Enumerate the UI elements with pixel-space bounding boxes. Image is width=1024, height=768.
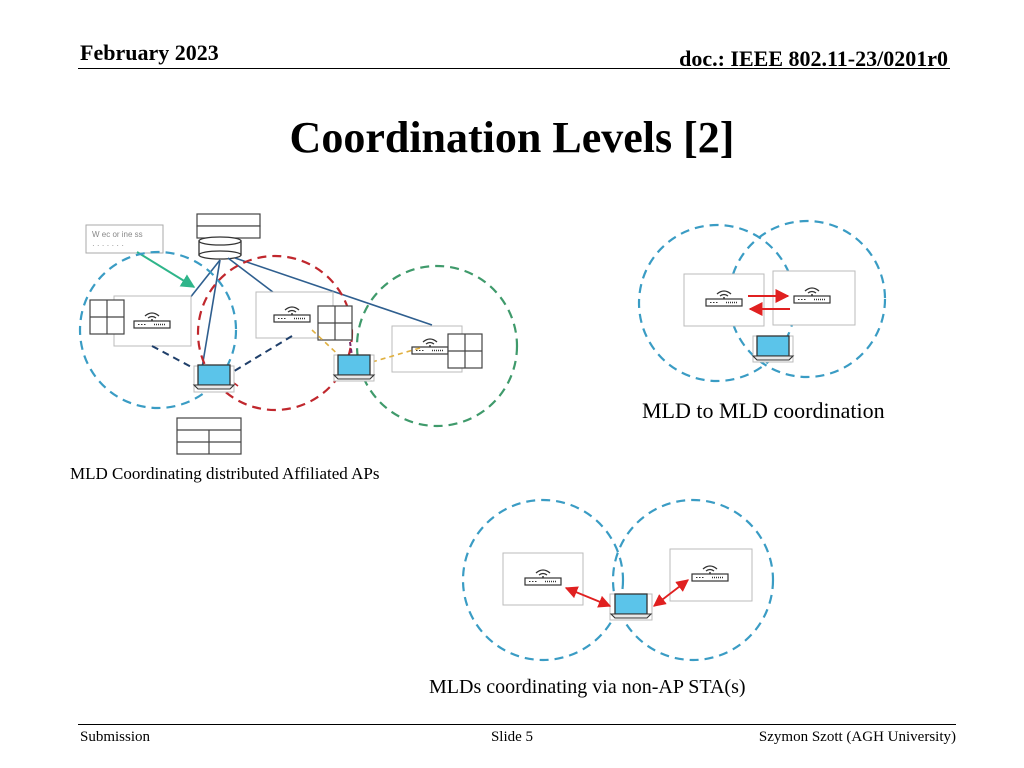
slide-title: Coordination Levels [2]: [289, 113, 735, 162]
laptop-icon: [752, 335, 794, 361]
distributed-ap-diagram: W ec or ine ss · · · · · · ·: [78, 213, 519, 455]
table-icon: [89, 299, 125, 335]
coverage-circle-blue: [78, 250, 238, 410]
caption-distributed-aps: MLD Coordinating distributed Affiliated …: [70, 464, 380, 483]
laptop-icon: [610, 593, 652, 619]
coverage-circle-blue: [461, 498, 625, 662]
header-divider: [78, 68, 950, 69]
coverage-circle-blue: [611, 498, 775, 662]
footer-submission: Submission: [80, 729, 151, 745]
footer-slide-number: Slide 5: [490, 729, 534, 745]
green-pointer-arrow: [136, 251, 196, 288]
database-icon: [198, 236, 242, 260]
table-icon: [447, 333, 483, 369]
red-double-arrow: [652, 579, 690, 607]
coverage-circle-green: [355, 264, 519, 428]
mld-to-mld-diagram: [637, 219, 887, 383]
laptop-icon: [333, 354, 375, 380]
red-double-arrow: [564, 586, 612, 608]
sta-dashed-links: [151, 335, 293, 379]
footer-author: Szymon Szott (AGH University): [758, 729, 956, 745]
legend-box-line-2: · · · · · · ·: [92, 241, 124, 250]
caption-via-sta: MLDs coordinating via non-AP STA(s): [429, 676, 746, 698]
legend-box: [85, 224, 164, 254]
laptop-icon: [193, 364, 235, 390]
controller-box-bottom: [196, 225, 261, 239]
table-icon: [176, 417, 242, 455]
via-sta-diagram: [461, 498, 775, 662]
legend-box-line-1: W ec or ine ss: [92, 230, 143, 239]
table-icon: [317, 305, 353, 341]
header-date: February 2023: [80, 40, 219, 65]
caption-mld-to-mld: MLD to MLD coordination: [642, 398, 885, 423]
footer-divider: [78, 724, 956, 725]
header-doc-id: doc.: IEEE 802.11-23/0201r0: [679, 46, 948, 71]
controller-box-top: [196, 213, 261, 227]
